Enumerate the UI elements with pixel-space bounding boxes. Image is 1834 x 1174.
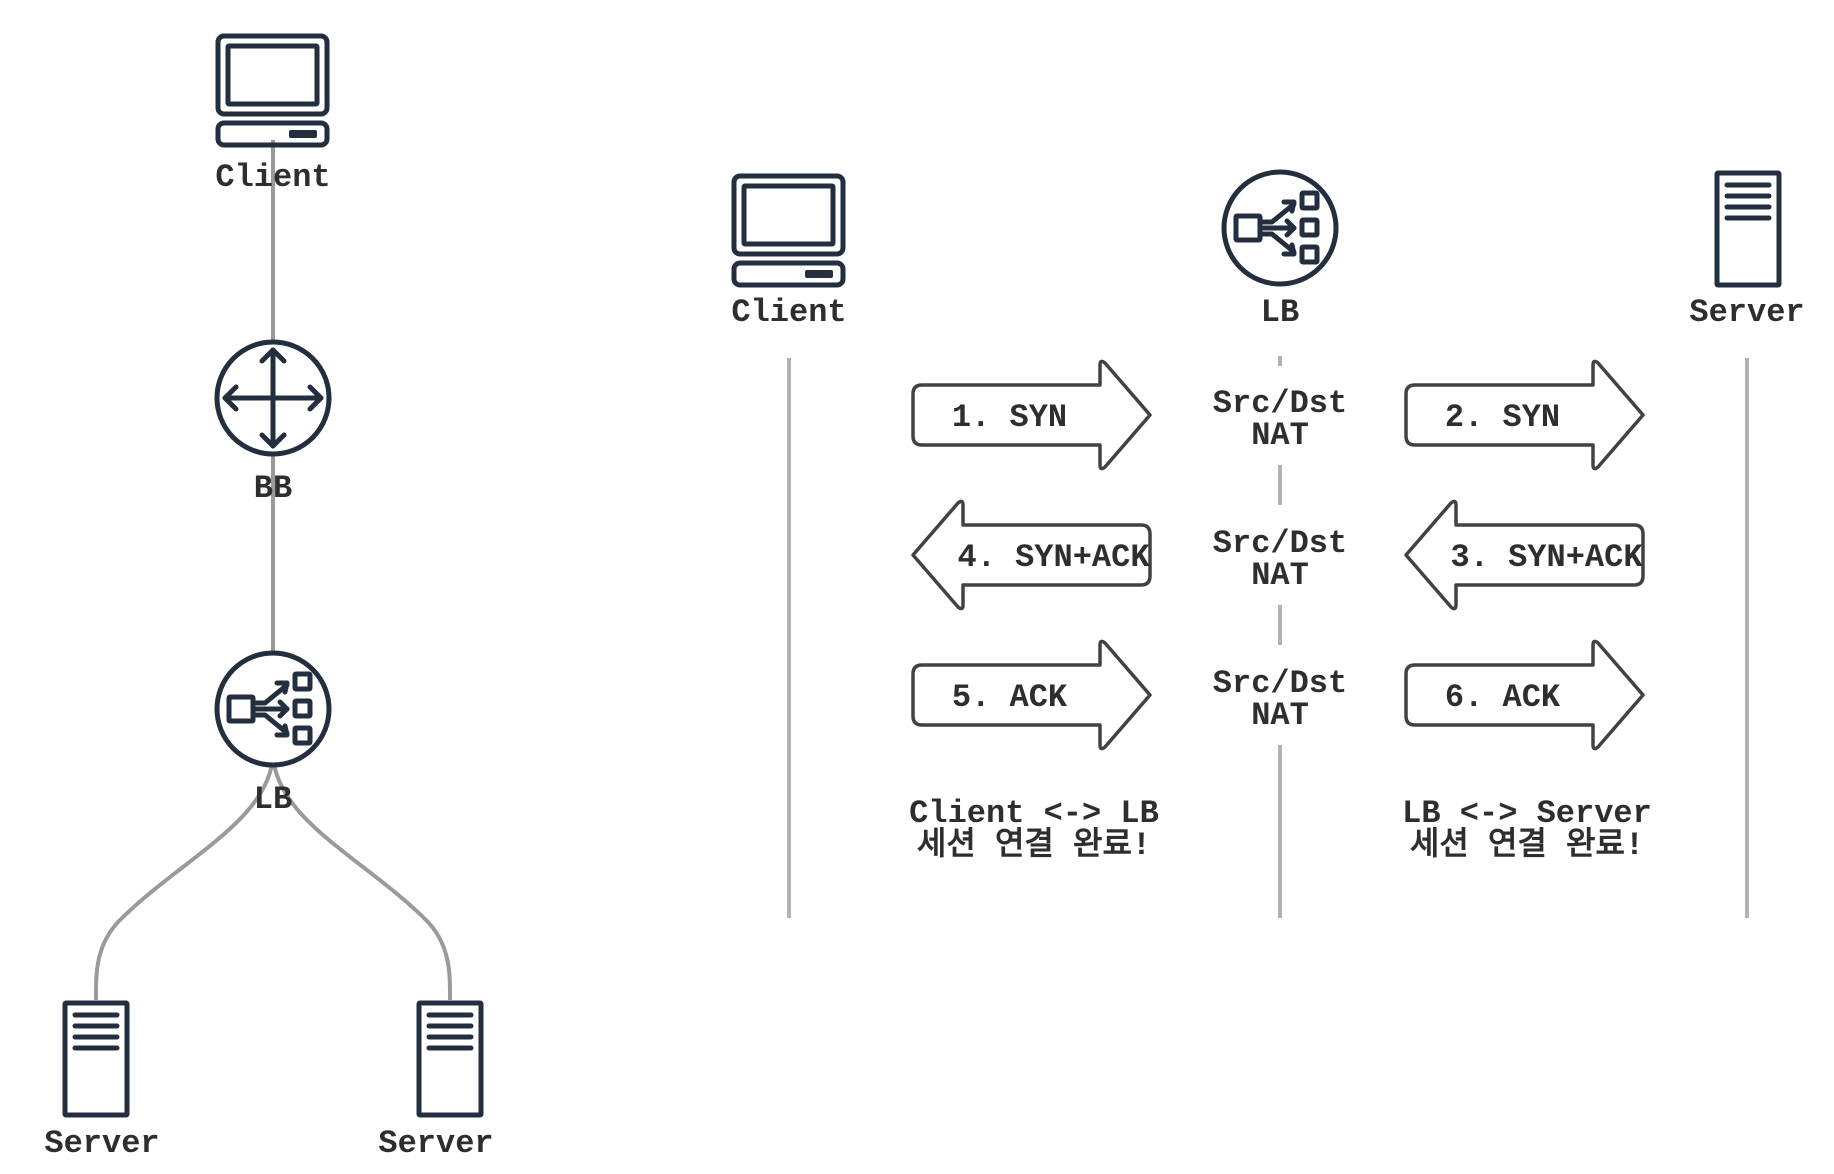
participant-lb: LB [1224, 172, 1336, 331]
server-icon [65, 1003, 127, 1115]
load-balancer-icon [1224, 172, 1336, 284]
session-note-lb-server: LB <-> Server 세션 연결 완료! [1402, 795, 1652, 864]
topology-lb-label: LB [254, 781, 292, 818]
arrow-left-shape [1404, 499, 1645, 611]
topology-lb: LB [217, 653, 329, 818]
nat-note: Src/Dst NAT [1213, 525, 1347, 594]
nat-note-line2: NAT [1251, 417, 1309, 454]
topology-router: BB [217, 342, 329, 507]
session-note-line2: 세션 연결 완료! [1410, 826, 1644, 864]
nat-note: Src/Dst NAT [1213, 665, 1347, 734]
nat-note-line2: NAT [1251, 697, 1309, 734]
laptop-icon [734, 176, 843, 285]
step-label: 6. ACK [1445, 679, 1561, 716]
topology-diagram: Client BB LB Server Server [44, 36, 494, 1162]
laptop-icon [218, 36, 327, 145]
arrow-left-shape [911, 499, 1152, 611]
arrow-right-shape [911, 639, 1152, 751]
router-icon [217, 342, 329, 454]
step-label: 4. SYN+ACK [957, 539, 1150, 576]
nat-note-line2: NAT [1251, 557, 1309, 594]
arrow-right-shape [1404, 639, 1645, 751]
participant-client: Client [731, 176, 847, 331]
topology-server-left-label: Server [44, 1125, 159, 1162]
nat-note: Src/Dst NAT [1213, 385, 1347, 454]
step-label: 3. SYN+ACK [1450, 539, 1643, 576]
step-label: 1. SYN [952, 399, 1067, 436]
participant-server: Server [1689, 173, 1805, 331]
topology-server-left: Server [44, 1003, 160, 1162]
topology-router-label: BB [254, 470, 292, 507]
step-arrow: 6. ACK [1404, 639, 1645, 751]
step-arrow: 1. SYN [911, 359, 1152, 471]
load-balancer-icon [217, 653, 329, 765]
link-lb-server-right [271, 754, 453, 1001]
arrow-right-shape [1404, 359, 1645, 471]
step-arrow: 3. SYN+ACK [1404, 499, 1645, 611]
nat-note-line1: Src/Dst [1213, 525, 1347, 562]
arrow-right-shape [911, 359, 1152, 471]
topology-server-right: Server [378, 1003, 494, 1162]
session-note-line1: Client <-> LB [909, 795, 1159, 832]
session-note-line1: LB <-> Server [1402, 795, 1652, 832]
step-arrow: 5. ACK [911, 639, 1152, 751]
step-label: 5. ACK [952, 679, 1068, 716]
step-arrow: 2. SYN [1404, 359, 1645, 471]
server-icon [419, 1003, 481, 1115]
sequence-diagram: Client LB Server 1. SYN 2. SYN [731, 172, 1805, 918]
session-note-client-lb: Client <-> LB 세션 연결 완료! [909, 795, 1159, 864]
server-icon [1717, 173, 1779, 285]
link-lb-server-left [93, 754, 275, 1001]
topology-client: Client [215, 36, 331, 196]
participant-server-label: Server [1689, 294, 1804, 331]
nat-note-line1: Src/Dst [1213, 665, 1347, 702]
topology-server-right-label: Server [378, 1125, 493, 1162]
step-label: 2. SYN [1445, 399, 1560, 436]
participant-client-label: Client [731, 294, 846, 331]
topology-client-label: Client [215, 159, 330, 196]
participant-lb-label: LB [1261, 294, 1299, 331]
step-arrow: 4. SYN+ACK [911, 499, 1152, 611]
session-note-line2: 세션 연결 완료! [917, 826, 1151, 864]
nat-note-line1: Src/Dst [1213, 385, 1347, 422]
